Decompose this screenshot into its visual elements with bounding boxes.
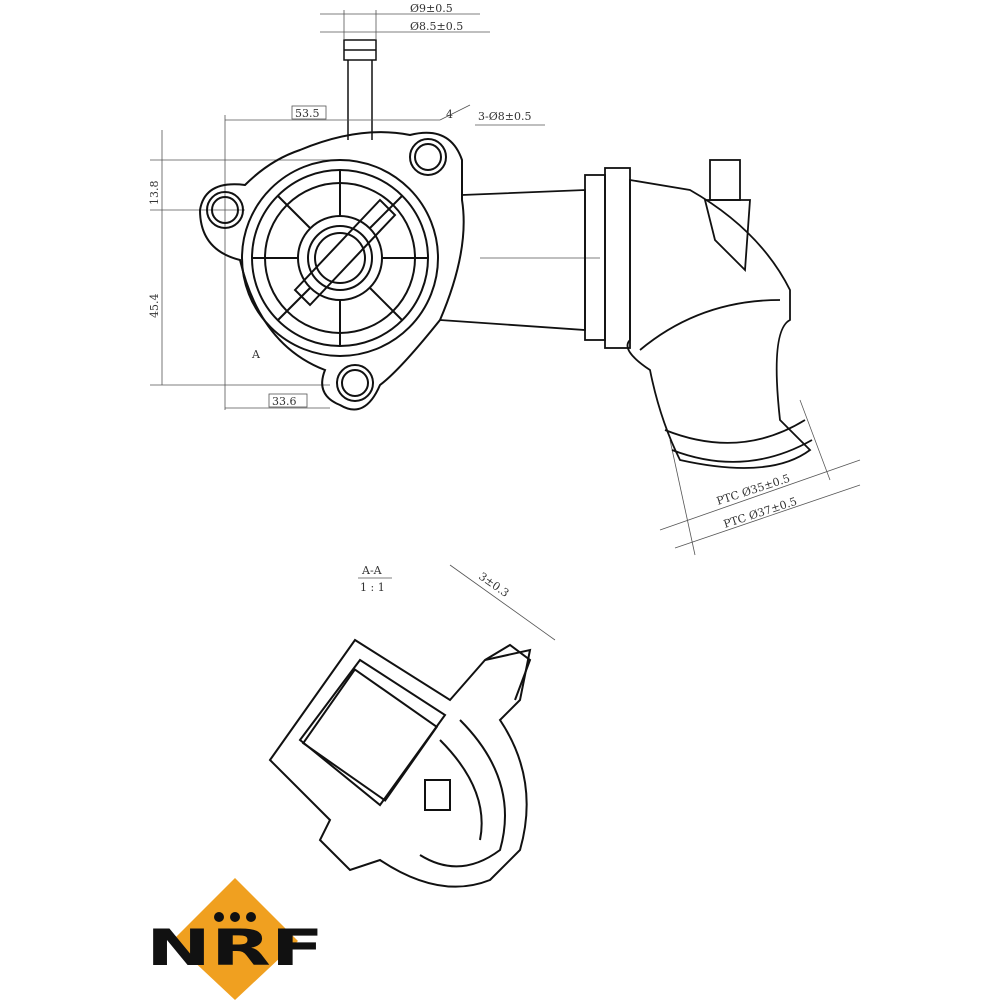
dim-outlet-inner: Ø8.5±0.5: [410, 20, 463, 33]
dim-width-top: 53.5: [295, 107, 320, 120]
dim-width-bottom: 33.6: [272, 395, 297, 408]
housing-ribs: [252, 170, 428, 346]
section-mark: A: [251, 348, 261, 361]
dimension-lines: [150, 10, 861, 641]
svg-text:NRF: NRF: [146, 919, 324, 977]
outlet-pipe: [343, 39, 377, 140]
nrf-logo: NRF: [146, 878, 324, 1000]
dim-holes: 3-Ø8±0.5: [478, 110, 531, 123]
housing-flange: [198, 131, 465, 411]
body-tube: [439, 159, 813, 469]
logo-diamond: [172, 878, 298, 1000]
section-title: A-A: [361, 564, 383, 577]
dim-angle: 4: [446, 108, 453, 121]
dim-wall: 3±0.3: [476, 570, 511, 600]
dim-height-mid: 45.4: [148, 294, 161, 319]
section-scale: 1 : 1: [360, 581, 385, 594]
section-view: [268, 638, 532, 888]
dim-outlet-outer: Ø9±0.5: [410, 2, 453, 15]
dim-offset-top: 13.8: [148, 181, 161, 206]
